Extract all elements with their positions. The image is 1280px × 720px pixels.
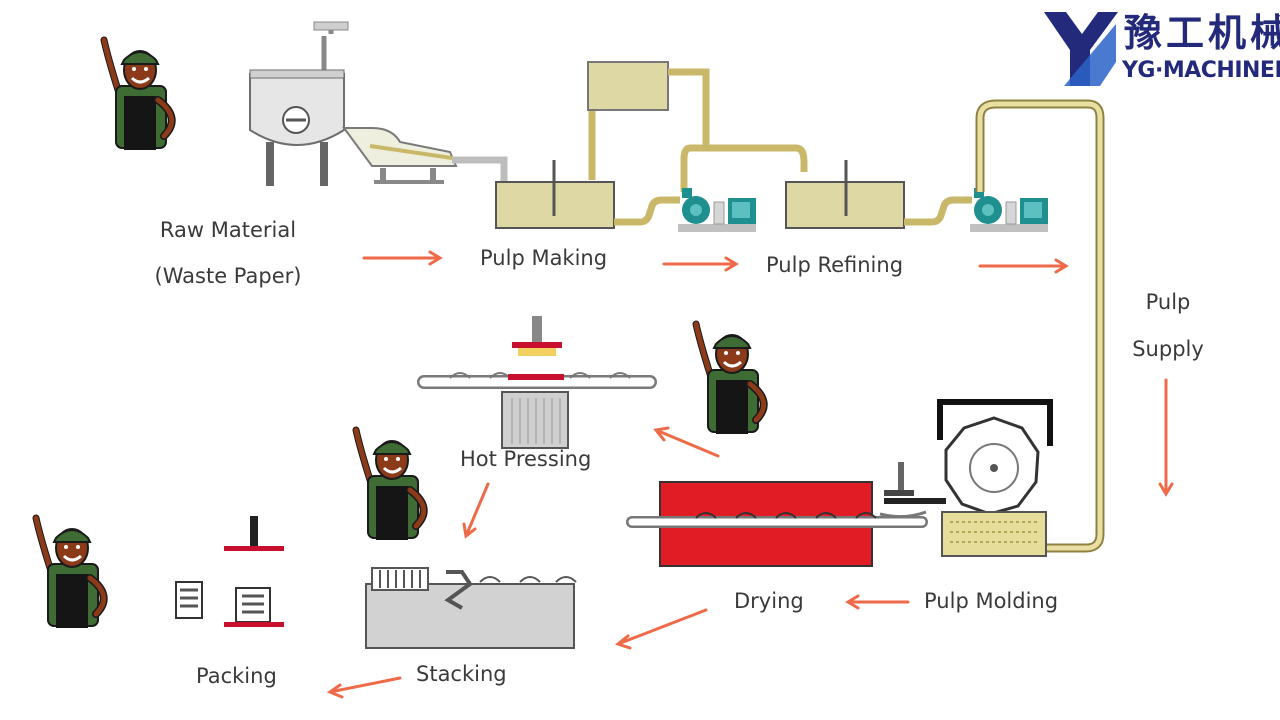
label-pulp-refining: Pulp Refining xyxy=(766,253,904,277)
label-stacking: Stacking xyxy=(416,662,507,686)
stacker-icon xyxy=(365,567,577,649)
label-raw-material: Raw Material xyxy=(159,218,297,242)
brand-logo-icon xyxy=(1040,12,1120,86)
pump-icon xyxy=(677,187,757,233)
worker-waving-icon xyxy=(696,324,764,434)
label-supply: Supply xyxy=(1132,337,1204,361)
worker-waving-icon xyxy=(356,430,424,540)
label-drying: Drying xyxy=(734,589,804,613)
label-packing: Packing xyxy=(196,664,277,688)
label-waste-paper: (Waste Paper) xyxy=(154,264,302,288)
label-pulp-making: Pulp Making xyxy=(480,246,608,270)
label-pulp: Pulp xyxy=(1145,290,1191,314)
transfer-arm-icon xyxy=(879,462,946,519)
worker-waving-icon xyxy=(36,518,104,628)
pulp-refining-tank-icon xyxy=(785,160,972,229)
label-pulp-molding: Pulp Molding xyxy=(924,589,1059,613)
hot-press-icon xyxy=(417,316,657,449)
pulp-making-tank-icon xyxy=(495,61,808,229)
dryer-icon xyxy=(626,481,928,567)
molding-drum-icon xyxy=(937,399,1053,557)
brand-name-cn: 豫工机械 xyxy=(1124,11,1280,55)
label-hot-pressing: Hot Pressing xyxy=(460,447,592,471)
packed-stacks-icon xyxy=(175,516,284,627)
pump-icon xyxy=(969,187,1049,233)
worker-waving-icon xyxy=(104,40,172,150)
flow-arrow-icon xyxy=(326,250,1174,699)
brand-name-en: YG·MACHINERY xyxy=(1122,58,1280,83)
pulper-tank-icon xyxy=(249,21,508,186)
